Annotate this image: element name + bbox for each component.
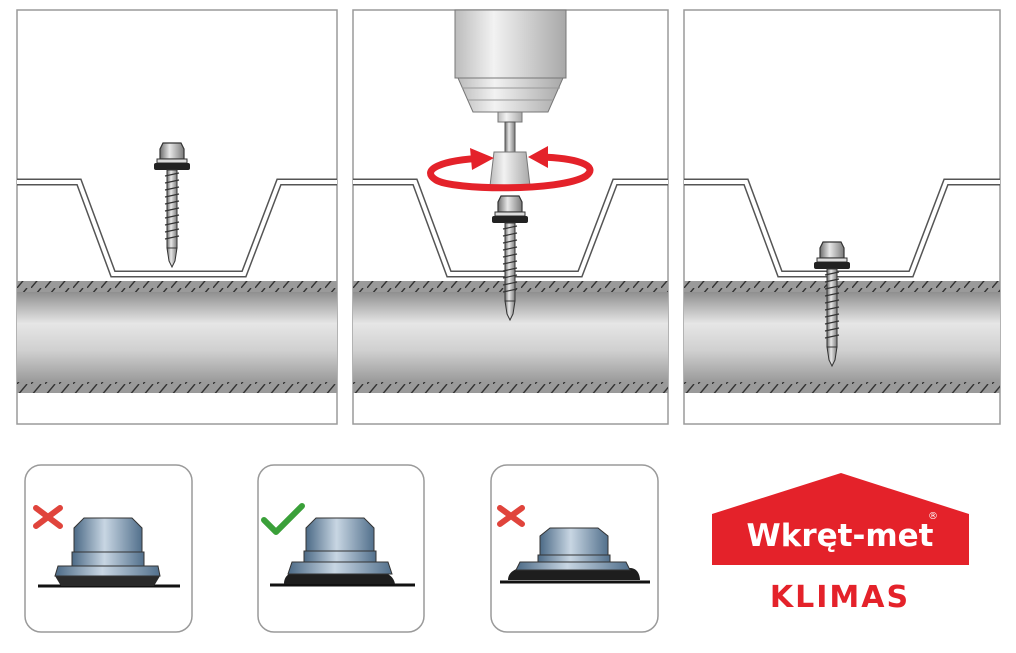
- washer-example-loose: [24, 464, 193, 633]
- cross-icon: [497, 505, 525, 527]
- registered-mark: ®: [928, 511, 938, 522]
- logo-subbrand-text: KLIMAS: [770, 580, 910, 615]
- rotation-arrow-icon: [427, 146, 594, 192]
- cross-icon: [33, 505, 63, 529]
- washer-example-overtightened: [490, 464, 659, 633]
- step-1-panel: [17, 9, 337, 425]
- drill-icon: [454, 9, 567, 187]
- check-icon: [261, 503, 305, 535]
- logo-brand-text: Wkręt-met: [747, 518, 934, 554]
- brand-logo: Wkręt-met ® KLIMAS: [712, 473, 969, 615]
- step-2-panel: [352, 9, 669, 425]
- washer-example-correct: [257, 464, 425, 633]
- step-3-panel: [683, 9, 1001, 425]
